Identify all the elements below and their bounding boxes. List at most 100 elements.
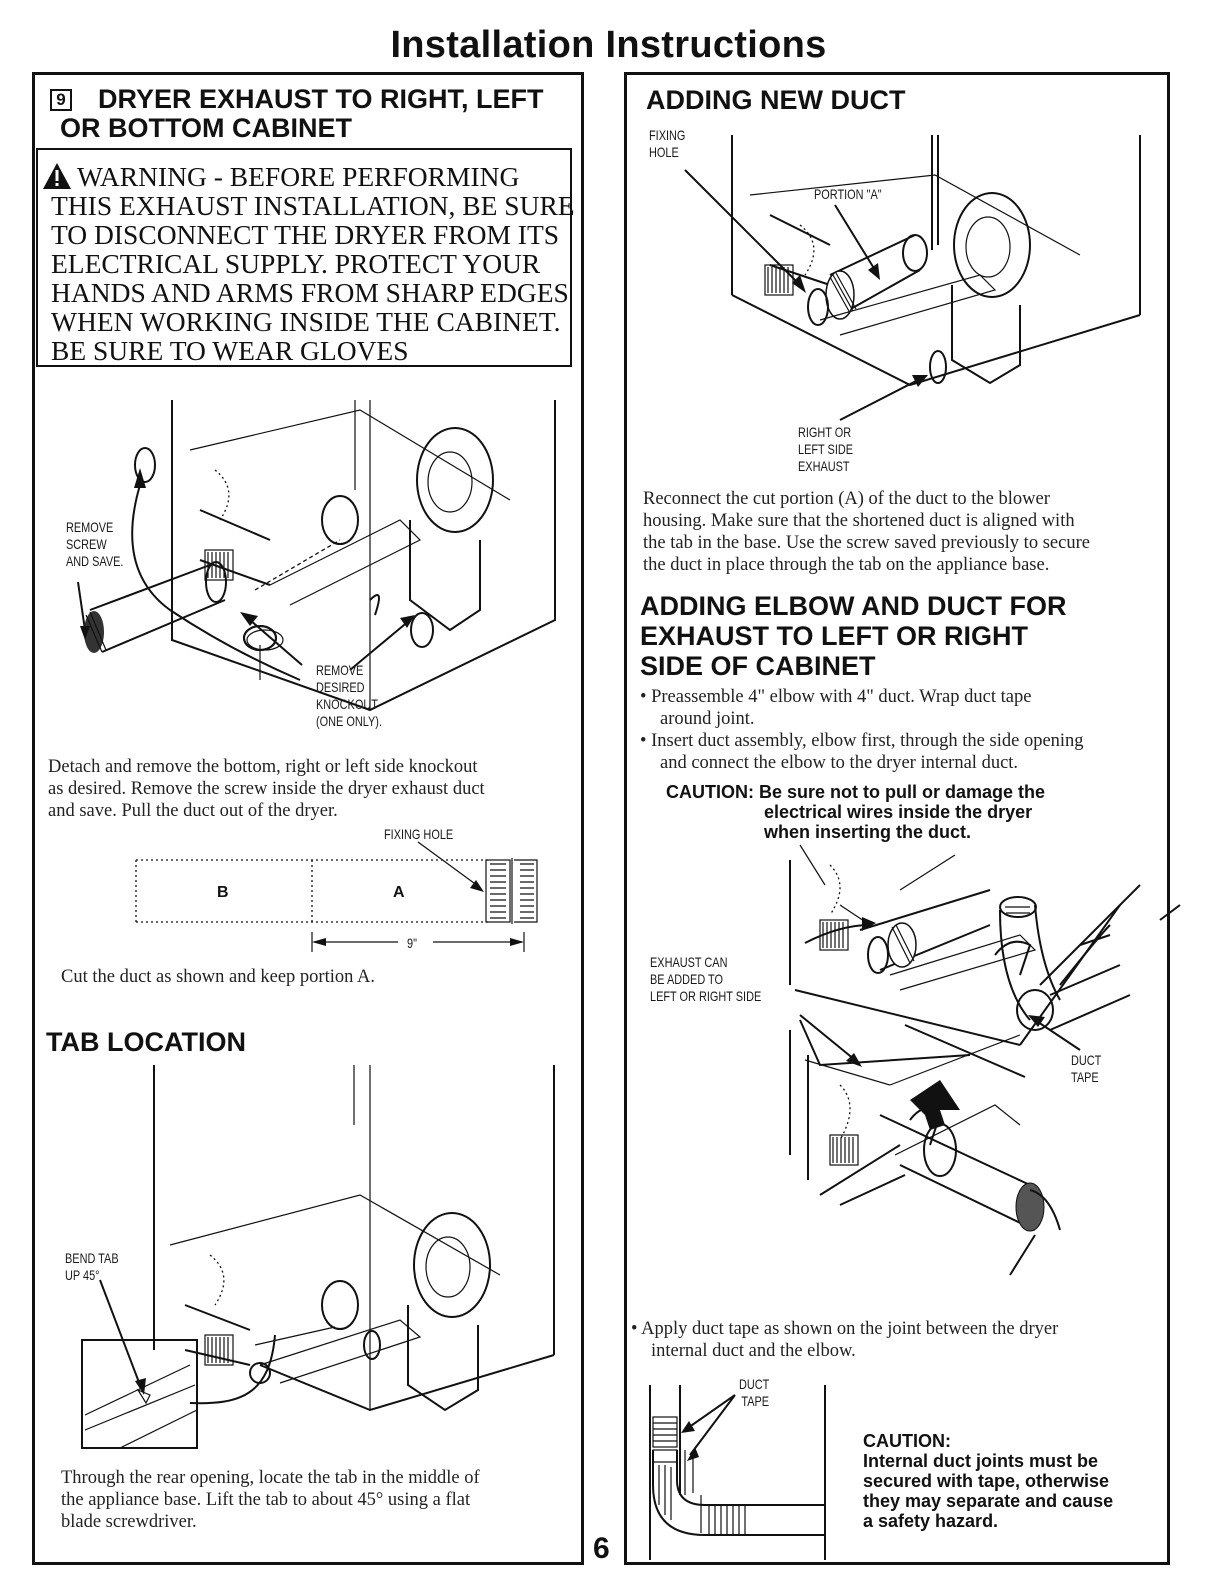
label-duct-tape-1: DUCT TAPE: [1071, 1052, 1101, 1086]
section-heading-exhaust: DRYER EXHAUST TO RIGHT, LEFT OR BOTTOM C…: [46, 85, 544, 143]
caution-line: secured with tape, otherwise: [863, 1471, 1110, 1491]
label-a: A: [393, 884, 405, 901]
figure-tab-location: [81, 1065, 555, 1449]
label-line: BE ADDED TO: [650, 971, 724, 987]
caution-line: electrical wires inside the dryer: [764, 802, 1033, 822]
text-line: internal duct and the elbow.: [651, 1341, 856, 1361]
text-line: Preassemble 4" elbow with 4" duct. Wrap …: [651, 687, 1032, 707]
heading-line: EXHAUST TO LEFT OR RIGHT: [640, 621, 1029, 651]
label-remove-screw: REMOVE SCREW AND SAVE.: [66, 519, 123, 570]
heading-line-2: OR BOTTOM CABINET: [60, 113, 352, 143]
paragraph-tab: Through the rear opening, locate the tab…: [61, 1467, 571, 1533]
warning-line: TO DISCONNECT THE DRYER FROM ITS: [51, 219, 560, 250]
label-line: DUCT: [739, 1376, 770, 1392]
text-line: Apply duct tape as shown on the joint be…: [641, 1319, 1059, 1339]
caution-line: when inserting the duct.: [764, 822, 972, 842]
label-line: RIGHT OR: [798, 424, 852, 440]
paragraph-detach: Detach and remove the bottom, right or l…: [48, 756, 568, 822]
label-exhaust-can: EXHAUST CAN BE ADDED TO LEFT OR RIGHT SI…: [650, 954, 761, 1005]
section-heading-elbow: ADDING ELBOW AND DUCT FOR EXHAUST TO LEF…: [640, 591, 1066, 681]
text-line: and save. Pull the duct out of the dryer…: [48, 801, 338, 821]
warning-line: THIS EXHAUST INSTALLATION, BE SURE: [51, 190, 575, 221]
label-line: KNOCKOUT: [316, 696, 378, 712]
text-line: the duct in place through the tab on the…: [643, 555, 1050, 575]
bullet-apply: • Apply duct tape as shown on the joint …: [631, 1318, 1161, 1362]
caution-line: Internal duct joints must be: [863, 1451, 1099, 1471]
warning-line: ELECTRICAL SUPPLY. PROTECT YOUR: [51, 248, 541, 279]
text-line: Through the rear opening, locate the tab…: [61, 1468, 480, 1488]
section-heading-new-duct: ADDING NEW DUCT: [646, 85, 906, 115]
page-number: 6: [593, 1532, 610, 1565]
label-bend-tab: BEND TAB UP 45°: [65, 1250, 119, 1284]
figure-remove-knockout: [77, 400, 556, 712]
label-line: DESIRED: [316, 679, 365, 695]
label-line: EXHAUST CAN: [650, 954, 728, 970]
label-line: LEFT OR RIGHT SIDE: [650, 988, 762, 1004]
label-line: TAPE: [741, 1393, 770, 1409]
list-item: • Preassemble 4" elbow with 4" duct. Wra…: [640, 687, 1032, 729]
caution-label: CAUTION:: [863, 1431, 951, 1451]
label-line: DUCT: [1071, 1052, 1102, 1068]
label-line: UP 45°: [65, 1267, 100, 1283]
page-title: Installation Instructions: [390, 24, 827, 66]
warning-line: WARNING - BEFORE PERFORMING: [77, 161, 520, 192]
label-fixing-hole-cut: FIXING HOLE: [384, 826, 454, 842]
caution-line: they may separate and cause: [863, 1491, 1114, 1511]
heading-line-1: DRYER EXHAUST TO RIGHT, LEFT: [98, 84, 544, 114]
text-line: Insert duct assembly, elbow first, throu…: [651, 731, 1084, 751]
text-line: and connect the elbow to the dryer inter…: [660, 753, 1019, 773]
label-fixing-hole: FIXING HOLE: [649, 127, 685, 161]
right-panel: [624, 72, 1170, 1565]
label-line: REMOVE: [316, 662, 364, 678]
caution-line: a safety hazard.: [863, 1511, 999, 1531]
label-9-inch: 9": [407, 935, 417, 951]
warning-line: BE SURE TO WEAR GLOVES: [51, 335, 409, 366]
label-side-exhaust: RIGHT OR LEFT SIDE EXHAUST: [798, 424, 853, 475]
caution-label: CAUTION:: [666, 782, 754, 802]
label-b: B: [217, 884, 229, 901]
warning-line: HANDS AND ARMS FROM SHARP EDGES: [51, 277, 569, 308]
label-line: SCREW: [66, 536, 107, 552]
label-line: TAPE: [1071, 1069, 1099, 1085]
warning-line: WHEN WORKING INSIDE THE CABINET.: [51, 306, 561, 337]
warning-text: WARNING - BEFORE PERFORMING THIS EXHAUST…: [51, 162, 575, 365]
figure-duct-tape-elbow: [649, 1385, 826, 1560]
text-line: the appliance base. Lift the tab to abou…: [61, 1490, 471, 1510]
label-line: LEFT SIDE: [798, 441, 854, 457]
label-duct-tape-2: DUCT TAPE: [739, 1376, 769, 1410]
list-item: • Insert duct assembly, elbow first, thr…: [640, 731, 1084, 773]
label-line: BEND TAB: [65, 1250, 119, 1266]
text-line: Reconnect the cut portion (A) of the duc…: [643, 489, 1050, 509]
label-line: (ONE ONLY).: [316, 713, 382, 729]
text-line: as desired. Remove the screw inside the …: [48, 779, 485, 799]
label-line: FIXING: [649, 127, 686, 143]
heading-line: ADDING ELBOW AND DUCT FOR: [640, 591, 1067, 621]
label-remove-knockout: REMOVE DESIRED KNOCKOUT (ONE ONLY).: [316, 662, 382, 730]
figure-insert-elbow: [789, 844, 1181, 1276]
label-line: REMOVE: [66, 519, 114, 535]
text-line: Detach and remove the bottom, right or l…: [48, 757, 478, 777]
list-item: • Apply duct tape as shown on the joint …: [631, 1319, 1059, 1361]
step-number-box: 9: [50, 89, 72, 111]
caution-wires: CAUTION: Be sure not to pull or damage t…: [666, 782, 1045, 842]
step-number: 9: [56, 90, 66, 109]
caution-joints: CAUTION: Internal duct joints must be se…: [863, 1431, 1113, 1531]
caution-line: Be sure not to pull or damage the: [759, 782, 1046, 802]
text-line: around joint.: [660, 709, 755, 729]
label-portion-a: PORTION "A": [814, 186, 882, 202]
bullet-list: • Preassemble 4" elbow with 4" duct. Wra…: [640, 686, 1160, 774]
left-panel: [32, 72, 584, 1565]
heading-line: SIDE OF CABINET: [640, 651, 876, 681]
label-line: AND SAVE.: [66, 553, 124, 569]
section-heading-tab: TAB LOCATION: [46, 1027, 246, 1057]
figure-cut-duct: [135, 841, 538, 952]
figure-new-duct: [684, 135, 1141, 421]
warning-box: [36, 148, 572, 367]
text-line: housing. Make sure that the shortened du…: [643, 511, 1075, 531]
warning-triangle-icon: [43, 163, 71, 189]
text-line: blade screwdriver.: [61, 1512, 197, 1532]
text-line: the tab in the base. Use the screw saved…: [643, 533, 1090, 553]
paragraph-cut: Cut the duct as shown and keep portion A…: [61, 967, 375, 987]
label-line: EXHAUST: [798, 458, 850, 474]
label-line: HOLE: [649, 144, 679, 160]
